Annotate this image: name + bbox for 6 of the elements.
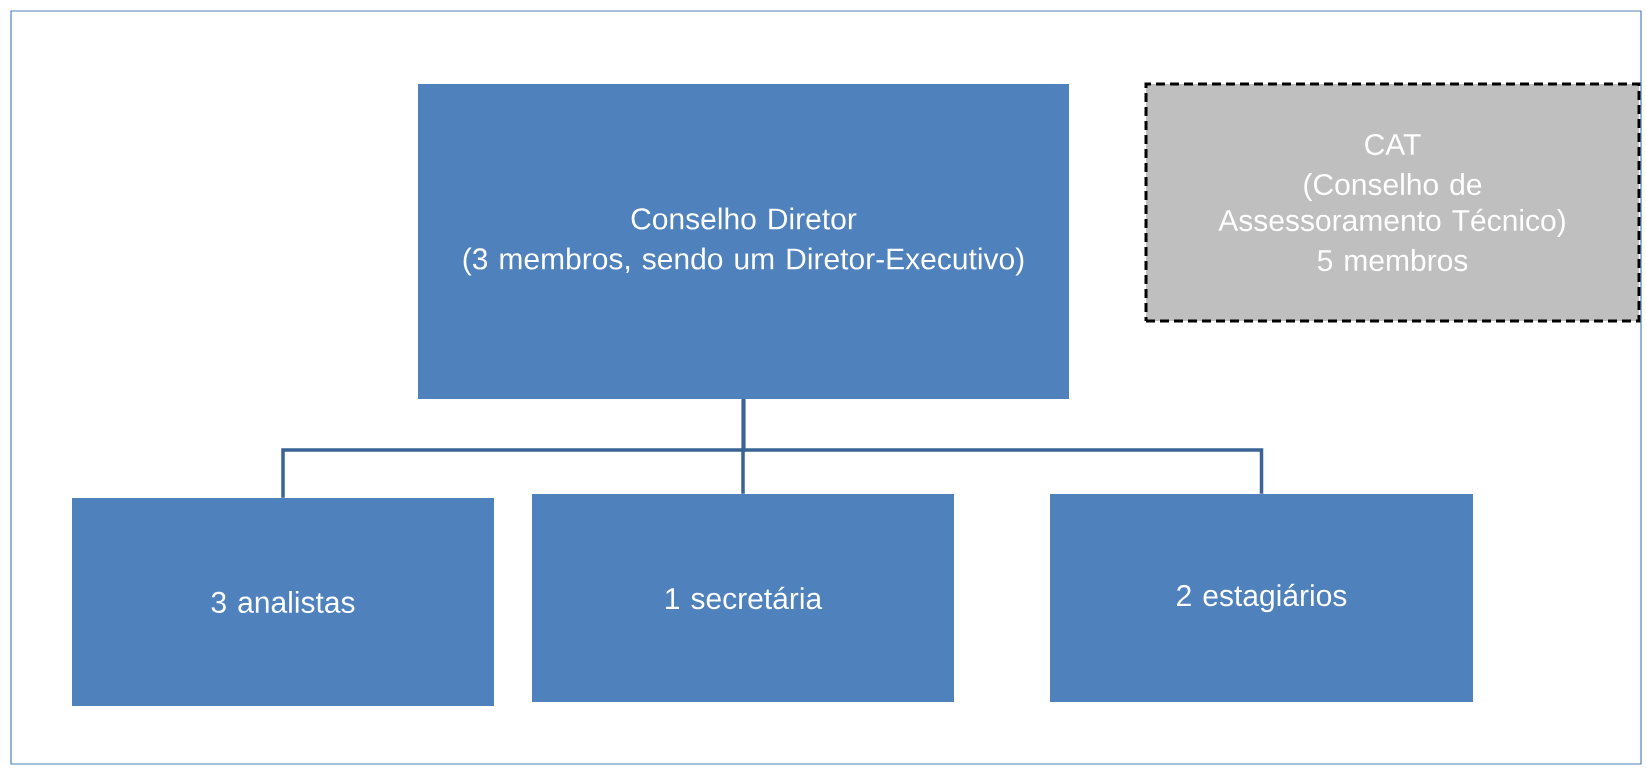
- advisory-box: CAT (Conselho de Assessoramento Técnico) 5 membros: [1144, 82, 1641, 323]
- org-box: Conselho Diretor (3 membros, sendo um Diretor-Executivo): [418, 84, 1069, 399]
- org-box: 2 estagiários: [1050, 494, 1473, 702]
- org-box: 3 analistas: [72, 498, 494, 706]
- connector-line: [741, 399, 1264, 494]
- org-box: 1 secretária: [532, 494, 954, 702]
